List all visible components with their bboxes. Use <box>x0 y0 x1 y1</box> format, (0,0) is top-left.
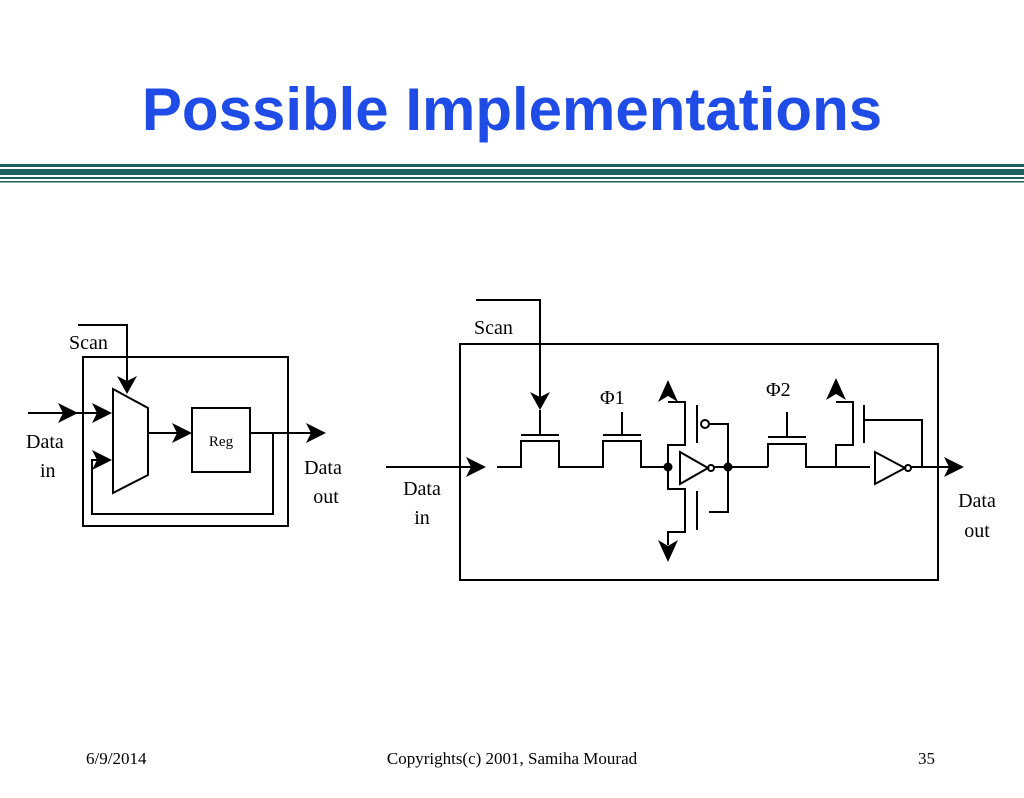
slide-title: Possible Implementations <box>141 76 883 143</box>
footer-copyright: Copyrights(c) 2001, Samiha Mourad <box>386 749 638 768</box>
latch-data-in-label-2: in <box>414 507 430 529</box>
feedback-gate-wire <box>709 423 729 513</box>
gnd-arrow-1 <box>658 540 678 562</box>
mux-feedback-arrow <box>92 450 112 470</box>
latch-data-out-arrow <box>944 457 964 477</box>
title-divider <box>0 164 1024 183</box>
vdd-arrow-1 <box>658 380 678 402</box>
latch-data-out-label-1: Data <box>958 490 996 512</box>
feedback-pmos <box>667 401 686 467</box>
mux-data-in-label-1: Data <box>26 431 64 453</box>
phi2-pass-transistor <box>767 443 870 468</box>
register-label: Reg <box>209 434 234 450</box>
output-inverter <box>874 450 908 486</box>
latch-scan-cell-box <box>459 343 939 581</box>
register-box <box>191 407 251 473</box>
stage2-pmos <box>835 401 854 467</box>
feedback-nmos <box>667 467 686 545</box>
mux-scan-cell-box <box>82 356 289 527</box>
mux-data-out-label-2: out <box>313 486 339 508</box>
mux-data-in-arrow-2 <box>92 403 112 423</box>
latch-scan-label: Scan <box>474 317 513 339</box>
feedback-pmos-bubble <box>700 419 710 429</box>
mux-scan-line <box>78 324 128 386</box>
latch-scan-diagram: Scan Data in Φ1 Φ2 <box>386 299 996 581</box>
scan-pass-transistor <box>497 440 668 468</box>
footer-date: 6/9/2014 <box>86 749 147 768</box>
latch-data-in-arrow <box>466 457 486 477</box>
mux-data-in-label-2: in <box>40 460 56 482</box>
mux-to-reg-arrow <box>172 423 192 443</box>
mux-scan-arrow <box>117 376 137 394</box>
mux-scan-diagram: Scan Data in Reg Data out <box>26 324 342 527</box>
latch1-inverter-bubble <box>707 464 715 472</box>
latch-data-in-label-1: Data <box>403 478 441 500</box>
phi2-label: Φ2 <box>766 379 791 401</box>
latch-scan-line <box>476 299 541 398</box>
vdd-arrow-2 <box>826 378 846 400</box>
multiplexer <box>112 387 149 495</box>
output-inverter-bubble <box>904 464 912 472</box>
mux-data-out-label-1: Data <box>304 457 342 479</box>
phi1-label: Φ1 <box>600 387 625 409</box>
latch1-inverter <box>679 450 711 486</box>
mux-feedback-line <box>91 433 274 515</box>
latch-data-out-label-2: out <box>964 520 990 542</box>
footer-page-number: 35 <box>918 749 935 768</box>
stage2-gate-wire <box>864 419 923 467</box>
mux-scan-label: Scan <box>69 332 108 354</box>
mux-data-in-arrow-1 <box>58 403 78 423</box>
latch-scan-arrow <box>530 392 550 410</box>
mux-data-out-arrow <box>306 423 326 443</box>
